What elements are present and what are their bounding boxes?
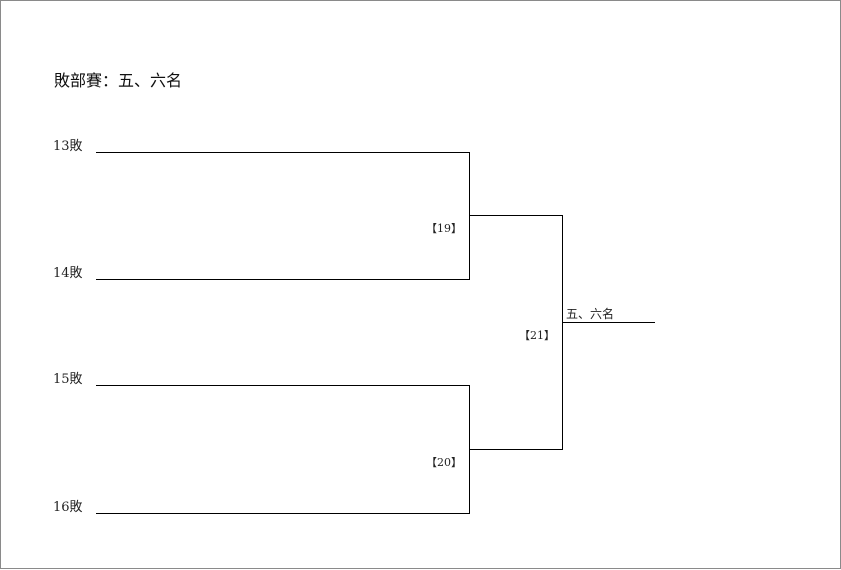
entry-label-14: 14敗: [53, 266, 83, 281]
entry-label-13: 13敗: [53, 139, 83, 154]
match-label-20: 【20】: [426, 456, 462, 469]
entry-label-15: 15敗: [53, 372, 83, 387]
match-label-21: 【21】: [519, 329, 555, 342]
page-title: 敗部賽：五、六名: [54, 71, 183, 90]
entry-label-16: 16敗: [53, 500, 83, 515]
final-result-label: 五、六名: [566, 307, 615, 321]
match-label-19: 【19】: [426, 222, 462, 235]
